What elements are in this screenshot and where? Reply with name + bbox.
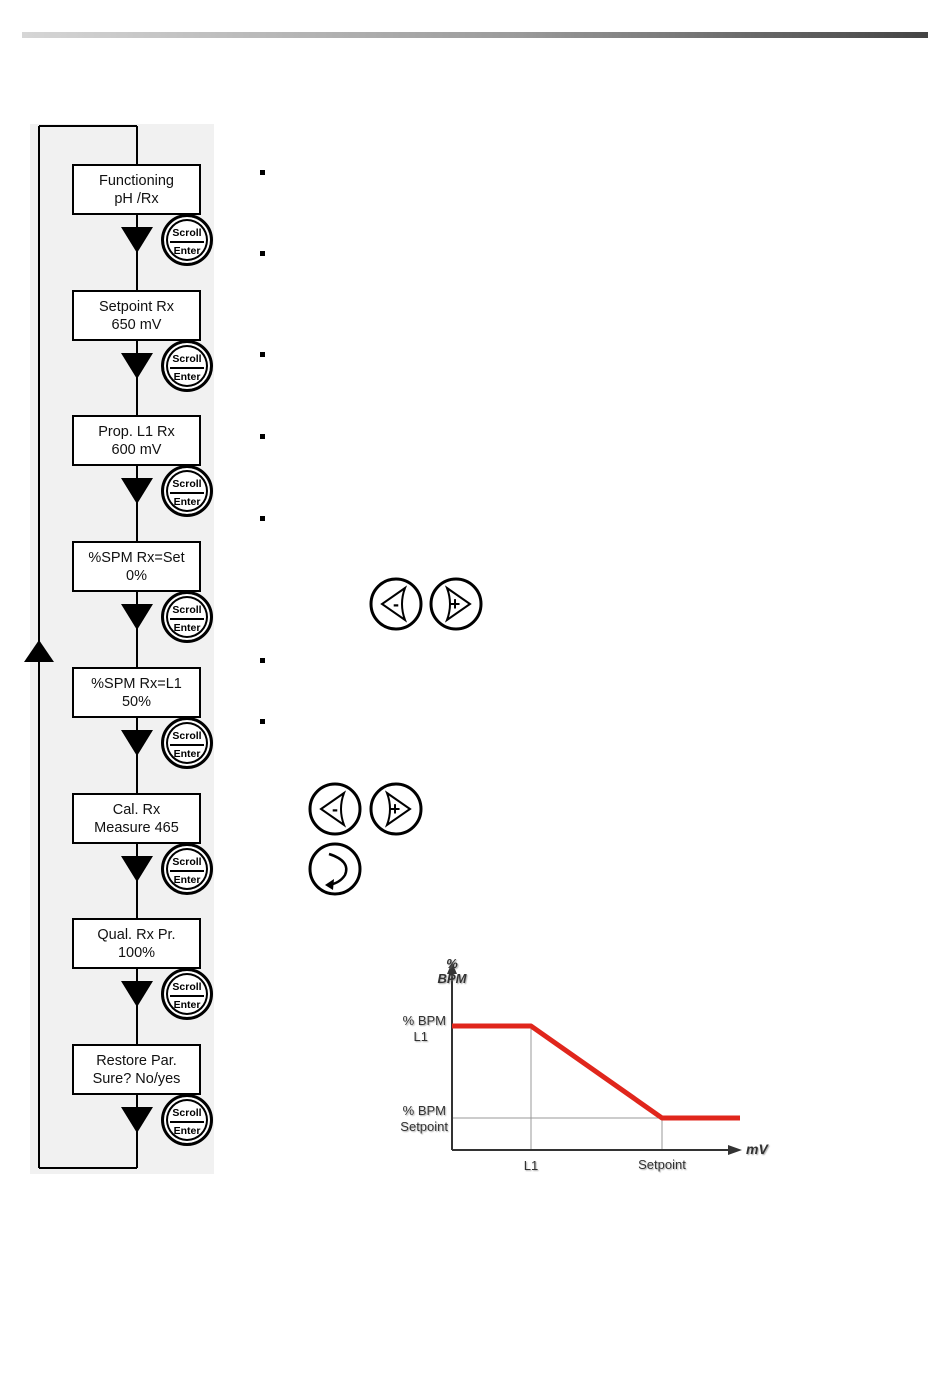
enter-label: Enter bbox=[173, 1125, 201, 1137]
enter-label: Enter bbox=[173, 748, 201, 760]
flow-step-title: Setpoint Rx bbox=[99, 299, 174, 315]
y-axis-arrow bbox=[447, 962, 457, 974]
scroll-label: Scroll bbox=[172, 981, 202, 993]
y-tick-label: % BPM bbox=[403, 1103, 446, 1118]
y-tick-label: % BPM bbox=[403, 1013, 446, 1028]
flow-step-value: Measure 465 bbox=[94, 820, 179, 836]
back-key-icon[interactable] bbox=[307, 841, 363, 897]
button-divider bbox=[170, 241, 204, 243]
plus-key-icon[interactable]: + bbox=[428, 576, 484, 632]
x-tick-label: L1 bbox=[524, 1158, 538, 1173]
flow-step-title: Prop. L1 Rx bbox=[98, 424, 175, 440]
x-axis-arrow bbox=[728, 1145, 742, 1155]
bullet-marker bbox=[260, 170, 265, 175]
button-divider bbox=[170, 744, 204, 746]
flow-down-arrow bbox=[121, 856, 153, 882]
bullet-marker bbox=[260, 352, 265, 357]
scroll-label: Scroll bbox=[172, 478, 202, 490]
svg-text:-: - bbox=[393, 594, 399, 614]
flow-step-value: 50% bbox=[121, 694, 152, 710]
flow-down-arrow bbox=[121, 1107, 153, 1133]
bullet-marker bbox=[260, 251, 265, 256]
flow-down-arrow bbox=[121, 730, 153, 756]
x-axis-label: mV bbox=[746, 1141, 769, 1157]
bullet-marker bbox=[260, 658, 265, 663]
flow-down-arrow bbox=[121, 478, 153, 504]
flow-step-title: Functioning bbox=[99, 173, 174, 189]
flow-step-box: Setpoint Rx 650 mV bbox=[72, 290, 201, 341]
minus-key-icon[interactable]: - bbox=[307, 781, 363, 837]
button-divider bbox=[170, 1121, 204, 1123]
button-divider bbox=[170, 492, 204, 494]
flow-step-box: %SPM Rx=Set 0% bbox=[72, 541, 201, 592]
bullet-marker bbox=[260, 516, 265, 521]
flow-step-value: 650 mV bbox=[111, 317, 162, 333]
scroll-label: Scroll bbox=[172, 604, 202, 616]
scroll-label: Scroll bbox=[172, 353, 202, 365]
scroll-label: Scroll bbox=[172, 227, 202, 239]
flow-step-value: 600 mV bbox=[111, 442, 162, 458]
flow-step-box: Restore Par. Sure? No/yes bbox=[72, 1044, 201, 1095]
scroll-label: Scroll bbox=[172, 1107, 202, 1119]
y-tick-label: L1 bbox=[414, 1029, 428, 1044]
flow-down-arrow bbox=[121, 981, 153, 1007]
flow-step-box: %SPM Rx=L1 50% bbox=[72, 667, 201, 718]
enter-label: Enter bbox=[173, 245, 201, 257]
flow-down-arrow bbox=[121, 353, 153, 379]
bpm-series-line bbox=[452, 1023, 740, 1121]
svg-text:-: - bbox=[332, 799, 338, 819]
bullet-marker bbox=[260, 434, 265, 439]
plus-key-icon[interactable]: + bbox=[368, 781, 424, 837]
enter-label: Enter bbox=[173, 622, 201, 634]
minus-key-icon[interactable]: - bbox=[368, 576, 424, 632]
flow-step-title: Qual. Rx Pr. bbox=[97, 927, 176, 943]
scroll-label: Scroll bbox=[172, 856, 202, 868]
flow-step-title: %SPM Rx=L1 bbox=[91, 676, 182, 692]
bullet-marker bbox=[260, 719, 265, 724]
flow-step-value: 0% bbox=[126, 568, 147, 584]
loop-up-arrow bbox=[24, 640, 54, 662]
flow-step-box: Cal. Rx Measure 465 bbox=[72, 793, 201, 844]
scroll-label: Scroll bbox=[172, 730, 202, 742]
flow-step-value: 100% bbox=[117, 945, 156, 961]
svg-text:+: + bbox=[390, 799, 401, 819]
y-tick-label: Setpoint bbox=[400, 1119, 448, 1134]
flow-step-title: Restore Par. bbox=[96, 1053, 177, 1069]
button-divider bbox=[170, 367, 204, 369]
flow-down-arrow bbox=[121, 604, 153, 630]
button-divider bbox=[170, 870, 204, 872]
flow-step-box: Qual. Rx Pr. 100% bbox=[72, 918, 201, 969]
flow-step-value: Sure? No/yes bbox=[92, 1071, 181, 1087]
flow-down-arrow bbox=[121, 227, 153, 253]
svg-text:+: + bbox=[450, 594, 461, 614]
flow-step-value: pH /Rx bbox=[114, 191, 159, 207]
enter-label: Enter bbox=[173, 371, 201, 383]
y-axis-label-line1: % bbox=[446, 956, 458, 971]
enter-label: Enter bbox=[173, 496, 201, 508]
flow-step-box: Functioning pH /Rx bbox=[72, 164, 201, 215]
flow-step-title: Cal. Rx bbox=[112, 802, 161, 818]
flow-step-box: Prop. L1 Rx 600 mV bbox=[72, 415, 201, 466]
button-divider bbox=[170, 995, 204, 997]
button-divider bbox=[170, 618, 204, 620]
header-rule bbox=[22, 32, 928, 38]
enter-label: Enter bbox=[173, 874, 201, 886]
x-tick-label: Setpoint bbox=[638, 1157, 686, 1172]
enter-label: Enter bbox=[173, 999, 201, 1011]
y-axis-label-line2: BPM bbox=[438, 971, 468, 986]
flow-step-title: %SPM Rx=Set bbox=[88, 550, 185, 566]
